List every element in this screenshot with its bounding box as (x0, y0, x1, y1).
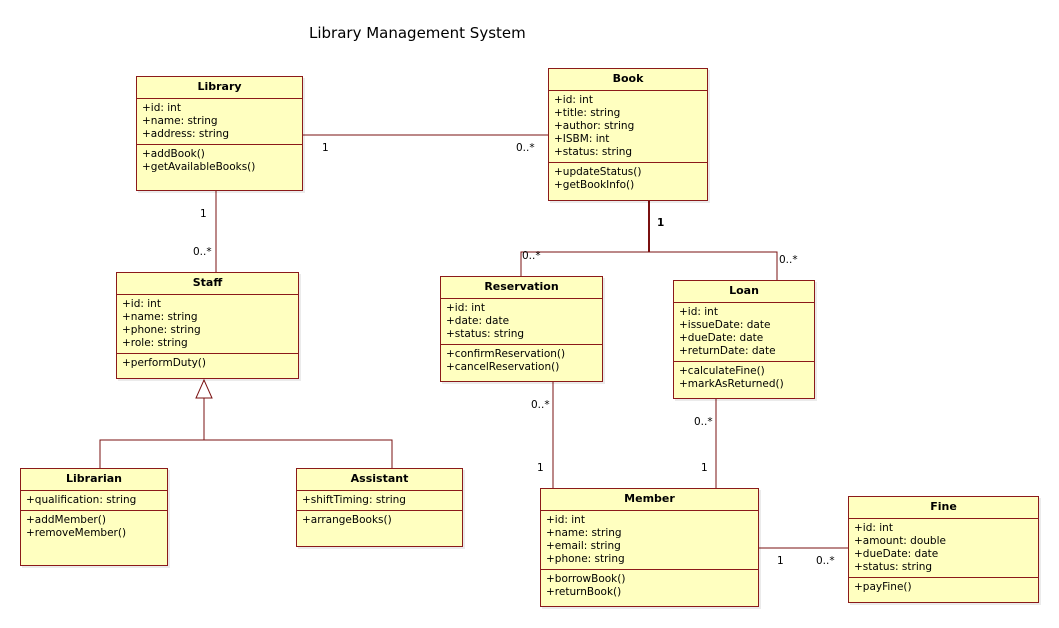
mult-reservation-member-member: 1 (537, 462, 544, 474)
attribute: +name: string (546, 527, 622, 539)
attribute: +address: string (142, 128, 230, 140)
operation: +borrowBook() (546, 573, 626, 585)
mult-loan-member-member: 1 (701, 462, 708, 474)
attribute: +title: string (554, 107, 621, 119)
attribute-list: +id: int +issueDate: date +dueDate: date… (674, 303, 814, 361)
mult-reservation-member-reservation: 0..* (531, 399, 550, 411)
mult-book-side: 1 (657, 217, 665, 229)
attribute: +qualification: string (26, 494, 137, 506)
attribute: +name: string (142, 115, 218, 127)
attribute: +name: string (122, 311, 198, 323)
class-name: Member (541, 489, 758, 511)
class-assistant[interactable]: Assistant +shiftTiming: string +arrangeB… (296, 468, 463, 547)
class-name: Book (549, 69, 707, 91)
operation: +confirmReservation() (446, 348, 566, 360)
operation-list: +calculateFine() +markAsReturned() (674, 361, 814, 394)
class-member[interactable]: Member +id: int +name: string +email: st… (540, 488, 759, 607)
operation: +getBookInfo() (554, 179, 635, 191)
attribute: +dueDate: date (679, 332, 764, 344)
attribute: +status: string (554, 146, 633, 158)
operation-list: +addBook() +getAvailableBooks() (137, 144, 302, 177)
attribute: +shiftTiming: string (302, 494, 406, 506)
attribute: +issueDate: date (679, 319, 771, 331)
operation: +performDuty() (122, 357, 206, 369)
attribute-list: +id: int +name: string +email: string +p… (541, 511, 758, 569)
class-reservation[interactable]: Reservation +id: int +date: date +status… (440, 276, 603, 382)
attribute: +id: int (142, 102, 181, 114)
mult-book-loan: 0..* (779, 254, 798, 266)
class-name: Assistant (297, 469, 462, 491)
attribute: +email: string (546, 540, 621, 552)
mult-loan-member-loan: 0..* (694, 416, 713, 428)
class-name: Loan (674, 281, 814, 303)
class-name: Staff (117, 273, 298, 295)
operation-list: +arrangeBooks() (297, 510, 462, 530)
mult-member-fine-member: 1 (777, 555, 784, 567)
attribute: +id: int (554, 94, 593, 106)
class-name: Library (137, 77, 302, 99)
attribute: +dueDate: date (854, 548, 939, 560)
class-name: Librarian (21, 469, 167, 491)
operation-list: +confirmReservation() +cancelReservation… (441, 344, 602, 377)
mult-member-fine-fine: 0..* (816, 555, 835, 567)
attribute: +amount: double (854, 535, 946, 547)
attribute-list: +qualification: string (21, 491, 167, 510)
attribute: +status: string (854, 561, 933, 573)
attribute-list: +id: int +name: string +phone: string +r… (117, 295, 298, 353)
mult-library-staff-library: 1 (200, 208, 207, 220)
mult-library-book-library: 1 (322, 142, 329, 154)
attribute: +role: string (122, 337, 188, 349)
class-fine[interactable]: Fine +id: int +amount: double +dueDate: … (848, 496, 1039, 603)
association-book-loan (649, 251, 778, 280)
attribute: +id: int (546, 514, 585, 526)
operation: +returnBook() (546, 586, 622, 598)
class-library[interactable]: Library +id: int +name: string +address:… (136, 76, 303, 191)
attribute: +id: int (446, 302, 485, 314)
operation: +updateStatus() (554, 166, 642, 178)
generalization-arrowhead (195, 378, 213, 399)
attribute-list: +id: int +name: string +address: string (137, 99, 302, 144)
operation-list: +performDuty() (117, 353, 298, 373)
operation: +getAvailableBooks() (142, 161, 256, 173)
operation-list: +addMember() +removeMember() (21, 510, 167, 543)
operation: +removeMember() (26, 527, 127, 539)
mult-library-book-book: 0..* (516, 142, 535, 154)
attribute: +id: int (679, 306, 718, 318)
attribute: +ISBM: int (554, 133, 610, 145)
class-name: Reservation (441, 277, 602, 299)
attribute: +phone: string (546, 553, 625, 565)
attribute: +id: int (122, 298, 161, 310)
attribute-list: +id: int +title: string +author: string … (549, 91, 707, 162)
diagram-title: Library Management System (309, 24, 526, 42)
class-name: Fine (849, 497, 1038, 519)
class-librarian[interactable]: Librarian +qualification: string +addMem… (20, 468, 168, 566)
attribute-list: +shiftTiming: string (297, 491, 462, 510)
attribute: +date: date (446, 315, 510, 327)
attribute-list: +id: int +date: date +status: string (441, 299, 602, 344)
attribute: +status: string (446, 328, 525, 340)
association-book-reservation (520, 251, 649, 276)
operation-list: +payFine() (849, 577, 1038, 597)
class-book[interactable]: Book +id: int +title: string +author: st… (548, 68, 708, 201)
operation: +payFine() (854, 581, 912, 593)
operation: +calculateFine() (679, 365, 765, 377)
operation-list: +borrowBook() +returnBook() (541, 569, 758, 602)
attribute: +phone: string (122, 324, 201, 336)
attribute-list: +id: int +amount: double +dueDate: date … (849, 519, 1038, 577)
mult-library-staff-staff: 0..* (193, 246, 212, 258)
attribute: +author: string (554, 120, 635, 132)
operation: +arrangeBooks() (302, 514, 392, 526)
class-loan[interactable]: Loan +id: int +issueDate: date +dueDate:… (673, 280, 815, 399)
operation-list: +updateStatus() +getBookInfo() (549, 162, 707, 195)
attribute: +id: int (854, 522, 893, 534)
operation: +markAsReturned() (679, 378, 784, 390)
operation: +addMember() (26, 514, 106, 526)
generalization-branch (99, 439, 393, 468)
operation: +cancelReservation() (446, 361, 560, 373)
mult-book-reservation: 0..* (522, 250, 541, 262)
class-staff[interactable]: Staff +id: int +name: string +phone: str… (116, 272, 299, 379)
attribute: +returnDate: date (679, 345, 776, 357)
operation: +addBook() (142, 148, 205, 160)
